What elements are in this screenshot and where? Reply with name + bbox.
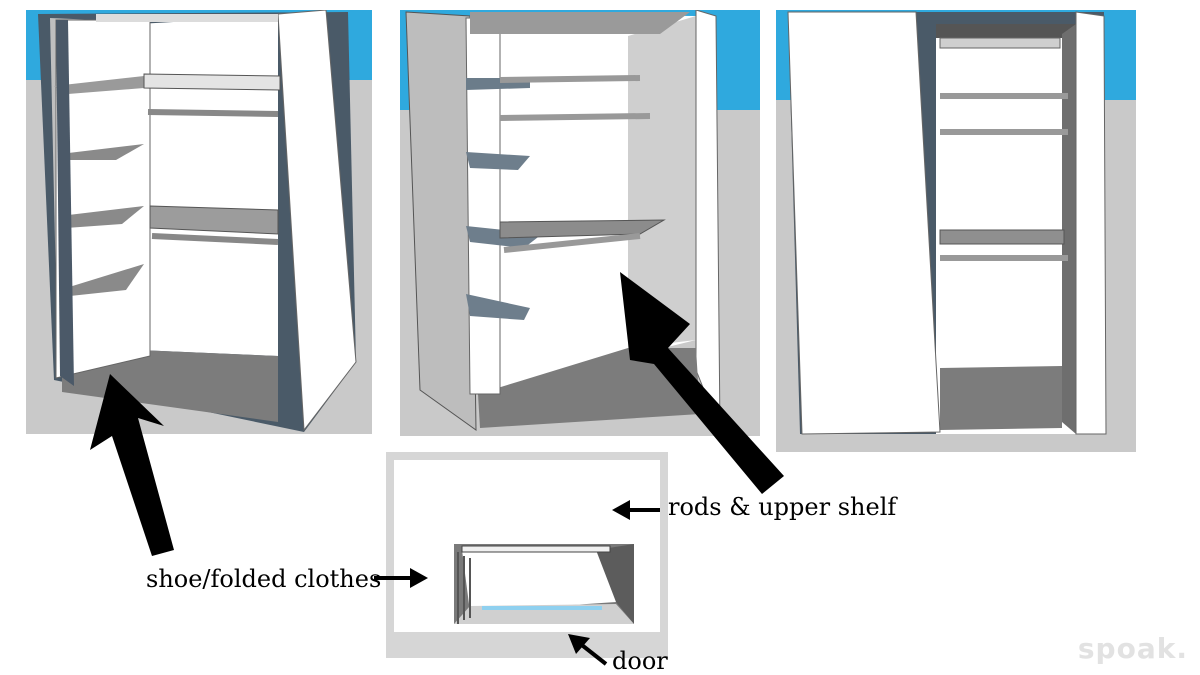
label-door: door [612,647,668,675]
closet-angled-view [400,10,760,436]
closet-top-view [386,452,668,658]
closet-front-view [26,10,372,434]
closet-door-view [776,10,1136,452]
watermark-logo: spoak. [1077,632,1188,665]
label-shoe-folded-clothes: shoe/folded clothes [146,565,382,593]
label-rods-upper-shelf: rods & upper shelf [668,493,897,521]
